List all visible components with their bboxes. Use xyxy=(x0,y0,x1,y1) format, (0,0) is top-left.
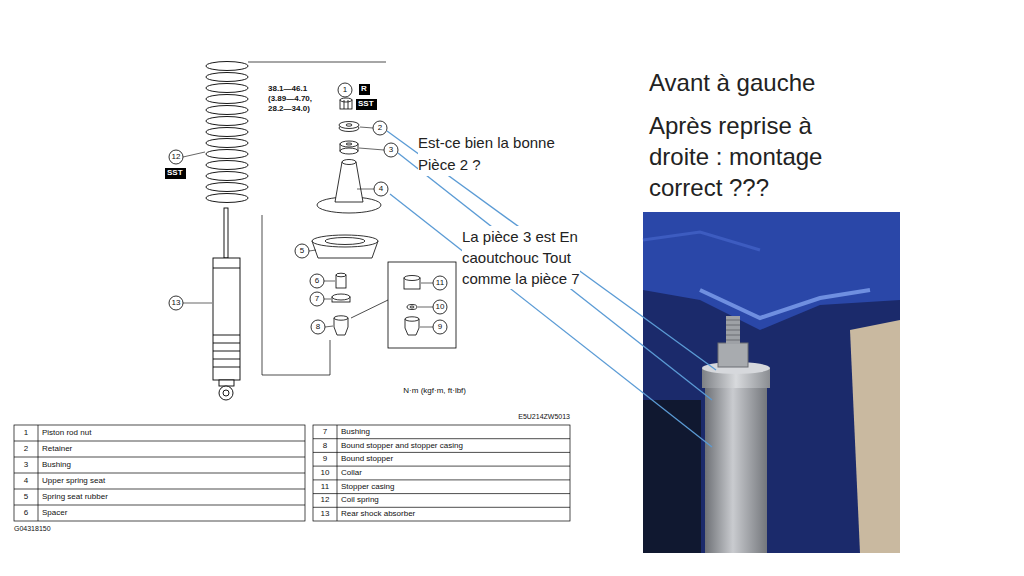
callout-number: 5 xyxy=(300,246,304,256)
leader-line xyxy=(183,127,433,327)
table-number: 4 xyxy=(24,476,28,486)
table-number: 5 xyxy=(24,492,28,502)
parts-table xyxy=(14,425,570,521)
callout-number: 13 xyxy=(172,298,181,308)
table-cell: Rear shock absorber xyxy=(341,509,415,519)
table-cell: Bushing xyxy=(341,427,370,437)
callout-number: 9 xyxy=(438,322,442,332)
tag-text: SST xyxy=(358,99,374,109)
callout-number: 10 xyxy=(436,302,445,312)
callout-number: 4 xyxy=(379,184,383,194)
table-cell: Bound stopper and stopper casing xyxy=(341,441,463,451)
shock-absorber xyxy=(213,208,240,400)
callout-number: 6 xyxy=(315,276,319,286)
callout-number: 12 xyxy=(172,152,181,162)
table-number: 13 xyxy=(321,509,330,519)
annotation: Avant à gauche xyxy=(649,68,815,97)
annotation: Est-ce bien la bonne Pièce 2 ? xyxy=(418,132,578,176)
tag-text: R xyxy=(361,84,367,94)
table-number: 8 xyxy=(323,441,327,451)
coil-spring xyxy=(206,62,248,203)
annotation: La pièce 3 est En caoutchouc Tout comme … xyxy=(462,226,580,289)
callout-number: 2 xyxy=(378,123,382,133)
callout-number: 7 xyxy=(315,294,319,304)
table-number: 7 xyxy=(323,427,327,437)
table-number: 9 xyxy=(323,454,327,464)
table-number: 11 xyxy=(321,482,329,492)
tag-box: R xyxy=(359,84,370,95)
tag-text: SST xyxy=(167,168,183,178)
unit-note: N·m (kgf·m, ft·lbf) xyxy=(403,386,466,396)
table-cell: Bound stopper xyxy=(341,454,393,464)
callout-circle xyxy=(169,83,447,334)
callout-number: 11 xyxy=(436,278,444,288)
table-number: 2 xyxy=(24,444,28,454)
table-cell: Stopper casing xyxy=(341,482,394,492)
table-number: 10 xyxy=(321,468,330,478)
tag-box: SST xyxy=(165,168,186,179)
table-number: 3 xyxy=(24,460,28,470)
table-number: 6 xyxy=(24,508,28,518)
tag-box: SST xyxy=(356,99,377,110)
table-number: 12 xyxy=(321,495,330,505)
table-cell: Piston rod nut xyxy=(42,428,91,438)
table-number: 1 xyxy=(24,428,28,438)
callout-number: 1 xyxy=(343,85,347,95)
table-cell: Coil spring xyxy=(341,495,379,505)
annotation: Après reprise à droite : montage correct… xyxy=(649,110,839,203)
table-cell: Spacer xyxy=(42,508,67,518)
torque-spec: 38.1—46.1 (3.89—4.70, 28.2—34.0) xyxy=(268,84,326,114)
table-cell: Bushing xyxy=(42,460,71,470)
table-cell: Retainer xyxy=(42,444,72,454)
figure-code: G04318150 xyxy=(14,525,51,533)
table-cell: Spring seat rubber xyxy=(42,492,108,502)
callout-number: 8 xyxy=(316,322,320,332)
table-cell: Upper spring seat xyxy=(42,476,105,486)
bracket-line xyxy=(248,62,388,375)
table-cell: Collar xyxy=(341,468,362,478)
photo xyxy=(643,212,900,553)
callout-number: 3 xyxy=(389,145,393,155)
figure-code: E5U214ZW5013 xyxy=(518,413,570,421)
